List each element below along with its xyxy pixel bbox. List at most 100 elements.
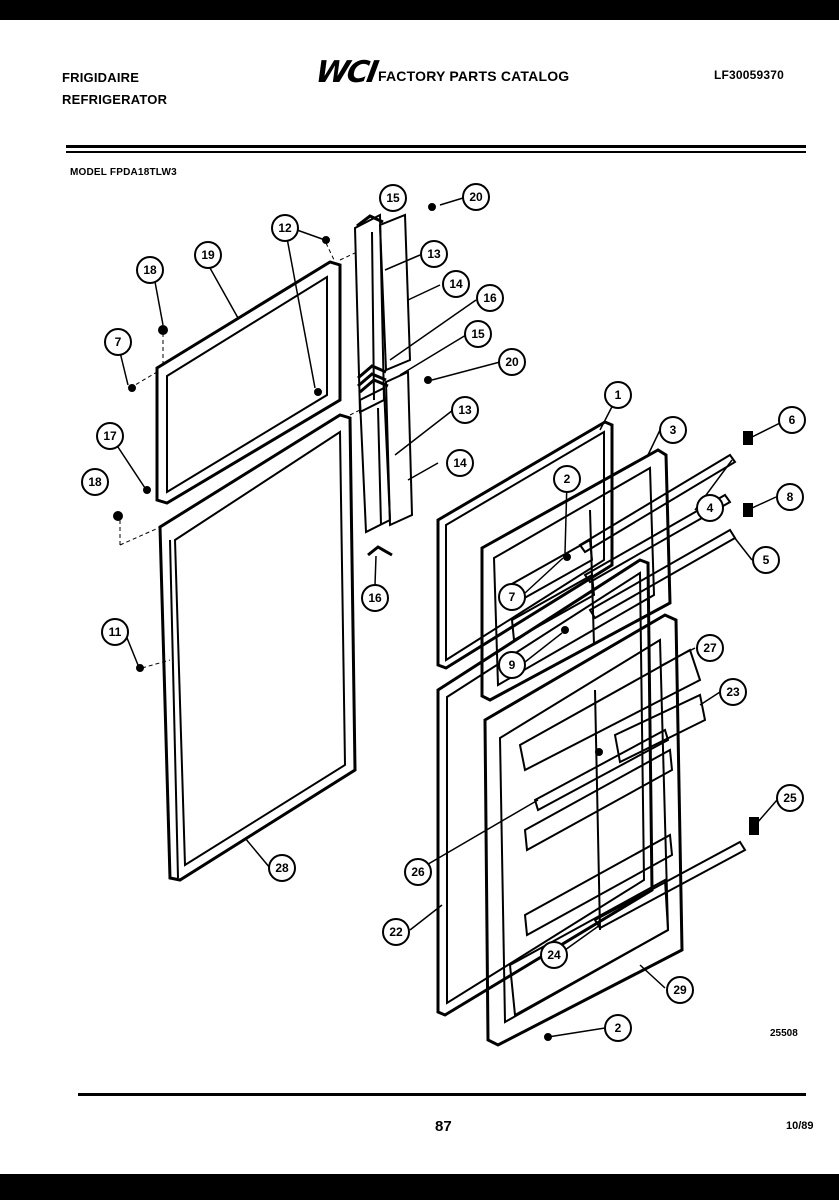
callout-label: 9	[509, 658, 516, 672]
callout-5: 5	[752, 546, 780, 574]
callout-8: 8	[776, 483, 804, 511]
callout-circle	[420, 240, 448, 268]
callout-circle	[442, 270, 470, 298]
bottom-scan-border	[0, 1174, 839, 1200]
callout-label: 1	[615, 388, 622, 402]
callout-label: 26	[411, 865, 425, 879]
callout-circle	[604, 381, 632, 409]
page-number: 87	[435, 1118, 452, 1135]
fresh-food-door-frame	[158, 413, 357, 882]
callout-circle	[194, 241, 222, 269]
callout-circle	[404, 858, 432, 886]
callout-4: 4	[696, 494, 724, 522]
callout-circle	[498, 348, 526, 376]
callout-20: 20	[498, 348, 526, 376]
callout-label: 13	[458, 403, 472, 417]
callout-23: 23	[719, 678, 747, 706]
screw-hardware-right	[544, 431, 759, 1041]
catalog-title: FACTORY PARTS CATALOG	[378, 68, 570, 84]
callout-circle	[778, 406, 806, 434]
top-scan-border	[0, 0, 839, 20]
callout-leader-lines	[111, 197, 787, 1038]
callout-label: 12	[278, 221, 292, 235]
callout-label: 14	[453, 456, 467, 470]
callout-16: 16	[476, 284, 504, 312]
callout-circle	[104, 328, 132, 356]
callout-circle	[361, 584, 389, 612]
callout-label: 23	[726, 685, 740, 699]
callout-circle	[553, 465, 581, 493]
callout-circle	[268, 854, 296, 882]
callout-label: 18	[88, 475, 102, 489]
header-rule	[66, 145, 806, 148]
callout-circle	[101, 618, 129, 646]
callout-circle	[379, 184, 407, 212]
revision-date: 10/89	[786, 1120, 814, 1132]
callout-label: 3	[670, 423, 677, 437]
callout-circle	[540, 941, 568, 969]
callout-label: 13	[427, 247, 441, 261]
callout-label: 2	[564, 472, 571, 486]
callout-label: 14	[449, 277, 463, 291]
callout-13: 13	[420, 240, 448, 268]
callout-18: 18	[81, 468, 109, 496]
callout-label: 15	[471, 327, 485, 341]
callout-29: 29	[666, 976, 694, 1004]
callout-circle	[498, 583, 526, 611]
model-number: MODEL FPDA18TLW3	[70, 167, 177, 178]
callout-14: 14	[442, 270, 470, 298]
callout-3: 3	[659, 416, 687, 444]
callout-label: 8	[787, 490, 794, 504]
callout-label: 27	[703, 641, 717, 655]
dashed-guide-lines-center	[339, 251, 361, 416]
callout-circle	[446, 449, 474, 477]
callout-1: 1	[604, 381, 632, 409]
callout-11: 11	[101, 618, 129, 646]
callout-circle	[604, 1014, 632, 1042]
callout-circle	[776, 784, 804, 812]
callout-label: 22	[389, 925, 403, 939]
callout-15: 15	[379, 184, 407, 212]
callout-circle	[451, 396, 479, 424]
freezer-door-gasket	[436, 420, 614, 670]
freezer-door-frame	[155, 260, 342, 505]
document-number: LF30059370	[714, 68, 785, 82]
brand-name: FRIGIDAIRE	[62, 70, 140, 85]
callout-label: 2	[615, 1021, 622, 1035]
callout-26: 26	[404, 858, 432, 886]
callout-label: 20	[505, 355, 519, 369]
callout-label: 16	[483, 291, 497, 305]
callout-22: 22	[382, 918, 410, 946]
callout-18: 18	[136, 256, 164, 284]
callout-label: 17	[103, 429, 117, 443]
footer-rule	[78, 1093, 806, 1096]
callout-15: 15	[464, 320, 492, 348]
dashed-guide-lines-left	[119, 242, 336, 669]
callout-circle	[136, 256, 164, 284]
callout-label: 7	[509, 590, 516, 604]
callout-label: 24	[547, 948, 561, 962]
callout-label: 28	[275, 861, 289, 875]
callout-28: 28	[268, 854, 296, 882]
callout-17: 17	[96, 422, 124, 450]
callout-label: 19	[201, 248, 215, 262]
hinge-caps	[356, 214, 393, 557]
callout-circle	[464, 320, 492, 348]
screw-hardware-center	[424, 203, 436, 384]
product-type: REFRIGERATOR	[62, 92, 168, 107]
callout-circle	[96, 422, 124, 450]
callout-circle	[271, 214, 299, 242]
callout-19: 19	[194, 241, 222, 269]
callout-20: 20	[462, 183, 490, 211]
callout-16: 16	[361, 584, 389, 612]
callout-label: 18	[143, 263, 157, 277]
callout-label: 11	[109, 625, 122, 639]
callout-7: 7	[104, 328, 132, 356]
callout-label: 16	[368, 591, 382, 605]
callout-circle	[382, 918, 410, 946]
callout-circle	[81, 468, 109, 496]
callout-2: 2	[604, 1014, 632, 1042]
callout-7: 7	[498, 583, 526, 611]
callout-circle	[696, 494, 724, 522]
